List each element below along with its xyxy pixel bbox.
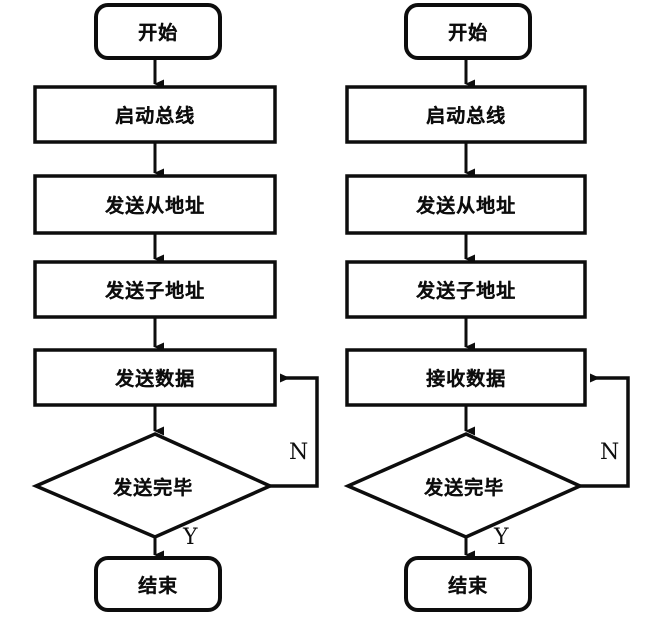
edge-label-r-no: N [600,440,620,465]
node-r-step1-shape [345,85,587,144]
edge-label-r-yes: Y [494,525,509,550]
node-r-step4-shape [345,348,587,407]
node-l-decide-shape [31,432,275,539]
node-r-decide-shape [343,432,585,539]
edge-r-decide-step4-loop [580,373,630,488]
node-l-step1-shape [33,85,277,144]
edge-label-l-no: N [289,440,309,465]
node-r-start-shape [404,3,532,60]
right-flowchart-shapes [343,3,630,612]
node-l-step4-shape [33,348,277,407]
node-r-end-shape [404,556,532,612]
node-l-end-shape [94,556,222,612]
left-flowchart-shapes [31,3,319,612]
node-r-step2-shape [345,174,587,235]
edge-label-l-yes: Y [183,525,198,550]
node-r-step3-shape [345,260,587,319]
edge-l-decide-step4-loop [270,373,319,488]
node-l-start-shape [94,3,222,60]
node-l-step3-shape [33,260,277,319]
node-l-step2-shape [33,174,277,235]
